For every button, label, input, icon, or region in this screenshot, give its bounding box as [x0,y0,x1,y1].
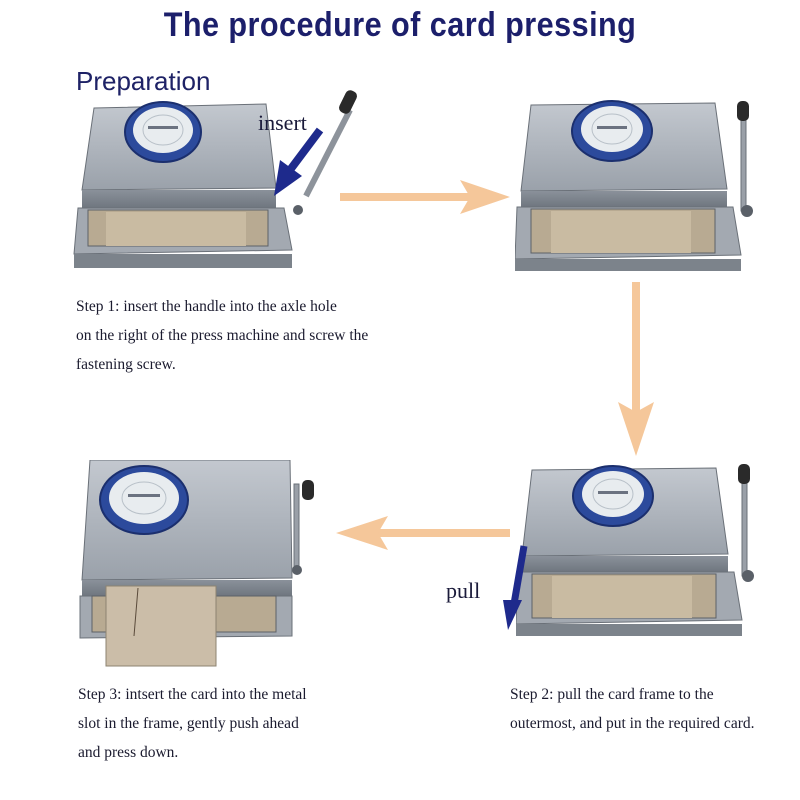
step1-line2: on the right of the press machine and sc… [76,327,369,344]
step3-line1: Step 3: intsert the card into the metal [78,686,307,703]
press-machine-step3-image [79,460,314,667]
step1-line1: Step 1: insert the handle into the axle … [76,298,337,315]
preparation-heading: Preparation [76,66,211,96]
step1-caption: Step 1: insert the handle into the axle … [76,292,368,379]
pull-label: pull [446,578,481,603]
press-machine-step2-image [516,464,754,636]
step2-line1: Step 2: pull the card frame to the [510,686,714,703]
arrow-right-icon [340,180,510,214]
arrow-down-icon [618,282,654,456]
step3-caption: Step 3: intsert the card into the metal … [78,680,307,767]
arrow-left-icon [336,516,510,550]
insert-label: insert [258,110,307,135]
page-title: The procedure of card pressing [163,6,637,44]
press-machine-step1-image [73,101,303,268]
step3-line2: slot in the frame, gently push ahead [78,715,299,732]
step1-line3: fastening screw. [76,356,176,373]
step2-caption: Step 2: pull the card frame to the outer… [510,680,754,738]
handle-detached-icon [303,90,357,198]
step3-line3: and press down. [78,744,179,761]
step2-line2: outermost, and put in the required card. [510,715,755,732]
press-machine-step1-result-image [515,100,753,271]
